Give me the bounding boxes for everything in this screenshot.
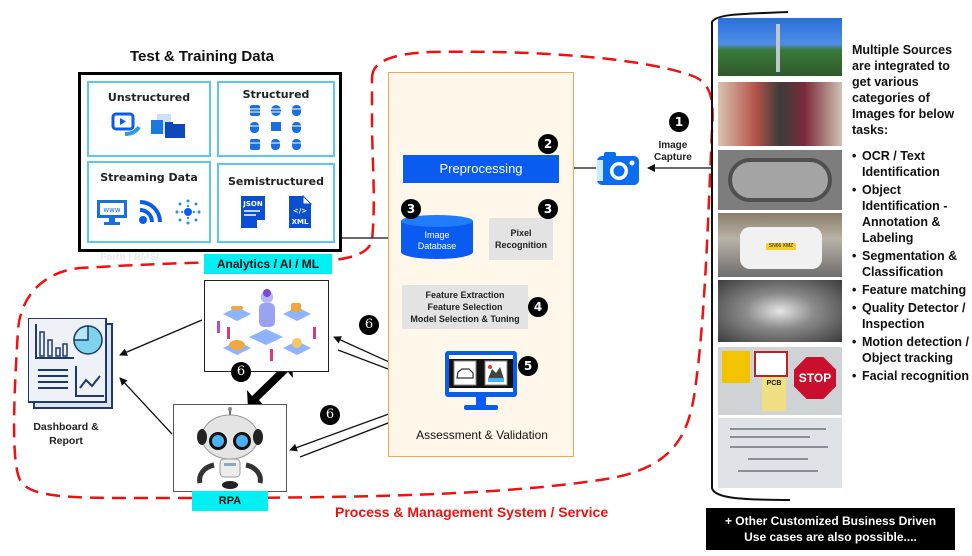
feature-extraction-label: Feature Extraction xyxy=(425,290,505,300)
cell-tower-photo xyxy=(718,18,842,76)
step-badge-3b: 3 xyxy=(538,199,558,219)
structured-label: Structured xyxy=(242,88,310,101)
data-sources-frame: Unstructured Structured xyxy=(78,72,342,252)
analytics-ai-ml-label: Analytics / AI / ML xyxy=(204,254,332,274)
camera-icon xyxy=(597,152,639,185)
streaming-data-box: Streaming Data www xyxy=(87,161,211,243)
step-badge-4: 4 xyxy=(528,297,548,317)
task-item: Object Identification - Annotation & Lab… xyxy=(852,182,972,246)
rss-feed-icon xyxy=(139,200,162,224)
svg-text:JSON: JSON xyxy=(242,200,263,208)
json-file-icon: JSON xyxy=(241,196,265,228)
step-badge-6b: 6 xyxy=(231,362,251,382)
image-database-step: Image Database xyxy=(401,215,473,259)
unstructured-label: Unstructured xyxy=(107,91,191,104)
database-icons-grid xyxy=(250,105,301,150)
video-play-icon xyxy=(111,112,141,136)
preprocessing-step: Preprocessing xyxy=(403,155,559,183)
unstructured-box: Unstructured xyxy=(87,81,211,157)
semistructured-label: Semistructured xyxy=(227,175,325,188)
printed-receipt-photo xyxy=(718,418,842,488)
feature-selection-label: Feature Selection xyxy=(427,302,503,312)
rpa-robot-illustration xyxy=(173,404,287,492)
dashboard-label-line2: Report xyxy=(49,435,83,447)
warning-signs-stop-photo: PCB STOP xyxy=(718,347,842,415)
pixel-recognition-step: Pixel Recognition xyxy=(489,218,553,260)
svg-text:</>: </> xyxy=(293,207,307,215)
license-plate-text: SN66 XMZ xyxy=(766,243,796,250)
chest-xray-photo xyxy=(718,280,842,342)
test-training-title: Test & Training Data xyxy=(130,48,274,65)
step-badge-1: 1 xyxy=(669,112,689,132)
ai-robot-platform-icon xyxy=(217,289,316,361)
task-item: OCR / Text Identification xyxy=(852,148,972,180)
svg-text:XML: XML xyxy=(292,218,309,226)
semistructured-box: Semistructured JSON </> XML xyxy=(217,163,335,243)
svg-text:Image: Image xyxy=(424,230,449,240)
assessment-validation-label: Assessment & Validation xyxy=(416,428,548,442)
image-capture-line1: Image xyxy=(658,140,688,151)
structured-box: Structured xyxy=(217,81,335,157)
other-use-cases-line1: + Other Customized Business Driven xyxy=(724,514,937,528)
task-list: OCR / Text Identification Object Identif… xyxy=(852,148,972,384)
dashboard-report-label: Dashboard & Report xyxy=(26,420,106,448)
data-burst-icon xyxy=(175,199,201,225)
rpa-label: RPA xyxy=(192,491,268,511)
step-badge-6c: 6 xyxy=(320,405,340,425)
dashboard-label-line1: Dashboard & xyxy=(33,421,99,433)
shoppers-crowd-photo xyxy=(718,82,842,146)
feature-model-step: Feature Extraction Feature Selection Mod… xyxy=(402,285,528,329)
analytics-ai-illustration xyxy=(204,280,329,372)
svg-text:www: www xyxy=(103,206,120,214)
step-badge-5: 5 xyxy=(518,356,538,376)
manhole-cover-photo xyxy=(718,150,842,210)
xml-file-icon: </> XML xyxy=(289,194,312,228)
stop-sign-text: STOP xyxy=(794,357,836,399)
image-capture-label: Image Capture xyxy=(654,140,692,164)
streaming-data-label: Streaming Data xyxy=(100,171,198,184)
watermark: Parth | RMSI xyxy=(100,252,159,263)
image-capture-line2: Capture xyxy=(654,152,692,163)
task-item: Quality Detector / Inspection xyxy=(852,300,972,332)
model-selection-label: Model Selection & Tuning xyxy=(410,314,520,324)
step-badge-6a: 6 xyxy=(359,315,379,335)
sources-intro: Multiple Sources are integrated to get v… xyxy=(852,43,955,137)
document-folder-icon xyxy=(151,114,185,138)
pcb-sign-text: PCB xyxy=(762,377,786,411)
task-item: Feature matching xyxy=(852,282,972,298)
step-badge-2: 2 xyxy=(538,134,558,154)
other-use-cases-box: + Other Customized Business Driven Use c… xyxy=(706,508,955,550)
step-badge-3a: 3 xyxy=(401,199,421,219)
task-item: Segmentation & Classification xyxy=(852,248,972,280)
sources-description: Multiple Sources are integrated to get v… xyxy=(852,42,972,386)
system-boundary-label: Process & Management System / Service xyxy=(335,504,609,520)
rpa-robot-icon xyxy=(197,407,263,489)
validation-monitor-icon xyxy=(445,351,517,410)
task-item: Facial recognition xyxy=(852,368,972,384)
pixel-recognition-line1: Pixel xyxy=(510,228,532,238)
other-use-cases-line2: Use cases are also possible.... xyxy=(744,530,917,544)
svg-text:Database: Database xyxy=(418,241,457,251)
www-monitor-icon: www xyxy=(97,200,127,225)
dashboard-report-icon xyxy=(28,318,113,409)
car-license-plate-photo: SN66 XMZ xyxy=(718,213,842,277)
task-item: Motion detection / Object tracking xyxy=(852,334,972,366)
pixel-recognition-line2: Recognition xyxy=(495,240,547,250)
